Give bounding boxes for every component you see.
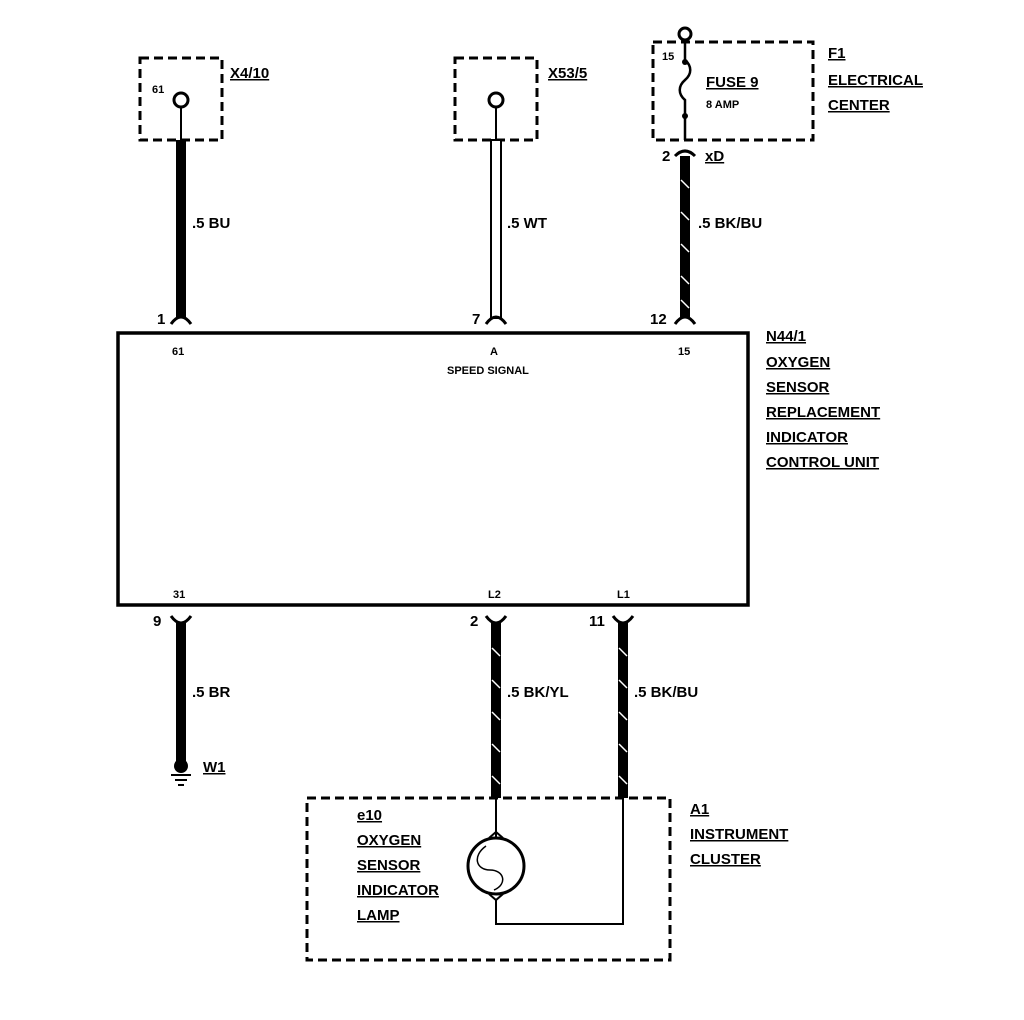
- ground-w1-point: [174, 759, 188, 773]
- fuse-9-symbol: [678, 40, 692, 140]
- ground-w1-id: W1: [203, 759, 226, 776]
- wire-bkbu-2-label: .5 BK/BU: [634, 684, 698, 701]
- f1-electrical-center-box: [651, 40, 815, 142]
- n44-1-bottom-pin-l1: L1: [617, 589, 630, 601]
- n44-1-top-pin-a: A: [490, 346, 498, 358]
- f1-feed-terminal: [677, 26, 693, 42]
- wire-wt-pin: 7: [472, 311, 480, 328]
- wire-br: [176, 622, 186, 762]
- n44-1-name-line-3: REPLACEMENT: [766, 404, 880, 421]
- lamp-name-line-4: LAMP: [357, 907, 400, 924]
- wire-wt-label: .5 WT: [507, 215, 547, 232]
- wire-bkbu-1-top-terminal: [673, 149, 697, 158]
- n44-1-top-pin-61: 61: [172, 346, 184, 358]
- n44-1-name-line-2: SENSOR: [766, 379, 830, 396]
- lamp-id: e10: [357, 807, 382, 824]
- wire-bkbu-2-pin-terminal: [611, 615, 635, 625]
- wire-bkbu-1-label: .5 BK/BU: [698, 215, 762, 232]
- lamp-return-wire: [495, 798, 624, 925]
- wire-bkyl-label: .5 BK/YL: [507, 684, 569, 701]
- lamp-name-line-3: INDICATOR: [357, 882, 439, 899]
- a1-name-line-1: INSTRUMENT: [690, 826, 788, 843]
- wire-bkbu-2-pin: 11: [589, 613, 605, 630]
- wire-bkbu-1: [680, 156, 690, 318]
- lamp-name-line-2: SENSOR: [357, 857, 421, 874]
- wire-bkbu-2-stripes: [618, 647, 628, 785]
- wire-bkyl-pin: 2: [470, 613, 478, 630]
- wire-br-label: .5 BR: [192, 684, 231, 701]
- n44-1-id: N44/1: [766, 328, 806, 345]
- wire-br-pin-terminal: [169, 615, 193, 625]
- n44-1-name-line-5: CONTROL UNIT: [766, 454, 879, 471]
- wire-bu-pin-terminal: [169, 315, 193, 325]
- wire-bkyl: [491, 622, 501, 798]
- x53-5-terminal: [487, 91, 505, 109]
- f1-name-line-1: ELECTRICAL: [828, 72, 923, 89]
- fuse-9-label: FUSE 9: [706, 74, 759, 91]
- fuse-9-rating: 8 AMP: [706, 99, 739, 111]
- lamp-filament: [476, 845, 504, 891]
- f1-pin-label: 15: [662, 51, 674, 63]
- wire-wt-pin-terminal: [484, 315, 508, 325]
- wire-bkbu-1-pin: 12: [650, 311, 667, 328]
- f1-id: F1: [828, 45, 846, 62]
- n44-1-top-pin-15: 15: [678, 346, 690, 358]
- wire-bkbu-1-stripes: [680, 179, 690, 309]
- n44-1-name-line-4: INDICATOR: [766, 429, 848, 446]
- a1-instrument-cluster-box: [305, 796, 672, 962]
- wire-bkbu-1-connector: xD: [705, 148, 724, 165]
- n44-1-bottom-pin-l2: L2: [488, 589, 501, 601]
- wire-wt: [490, 139, 502, 319]
- ground-icon: [171, 774, 191, 786]
- x4-10-terminal: [172, 91, 190, 109]
- x53-5-id: X53/5: [548, 65, 587, 82]
- lamp-top-contact: [488, 830, 504, 839]
- wire-bkbu-1-pin-terminal: [673, 315, 697, 325]
- f1-name-line-2: CENTER: [828, 97, 890, 114]
- n44-1-name-line-1: OXYGEN: [766, 354, 830, 371]
- a1-name-line-2: CLUSTER: [690, 851, 761, 868]
- wire-bkbu-1-top-pin: 2: [662, 148, 670, 165]
- wire-br-pin: 9: [153, 613, 161, 630]
- n44-1-control-unit-box: [116, 331, 750, 607]
- n44-1-bottom-pin-31: 31: [173, 589, 185, 601]
- fuse-9-contact-bottom: [682, 113, 688, 119]
- a1-id: A1: [690, 801, 709, 818]
- fuse-9-contact-top: [682, 59, 688, 65]
- lamp-name-line-1: OXYGEN: [357, 832, 421, 849]
- oxygen-sensor-lamp-icon: [466, 836, 526, 896]
- x4-10-id: X4/10: [230, 65, 269, 82]
- wire-bkyl-stripes: [491, 647, 501, 785]
- wire-bu-label: .5 BU: [192, 215, 230, 232]
- wire-bkbu-2: [618, 622, 628, 798]
- wire-bkyl-pin-terminal: [484, 615, 508, 625]
- x4-10-pin-label: 61: [152, 84, 164, 96]
- speed-signal-label: SPEED SIGNAL: [447, 365, 529, 377]
- wire-bu-pin: 1: [157, 311, 165, 328]
- wire-bu: [176, 140, 186, 318]
